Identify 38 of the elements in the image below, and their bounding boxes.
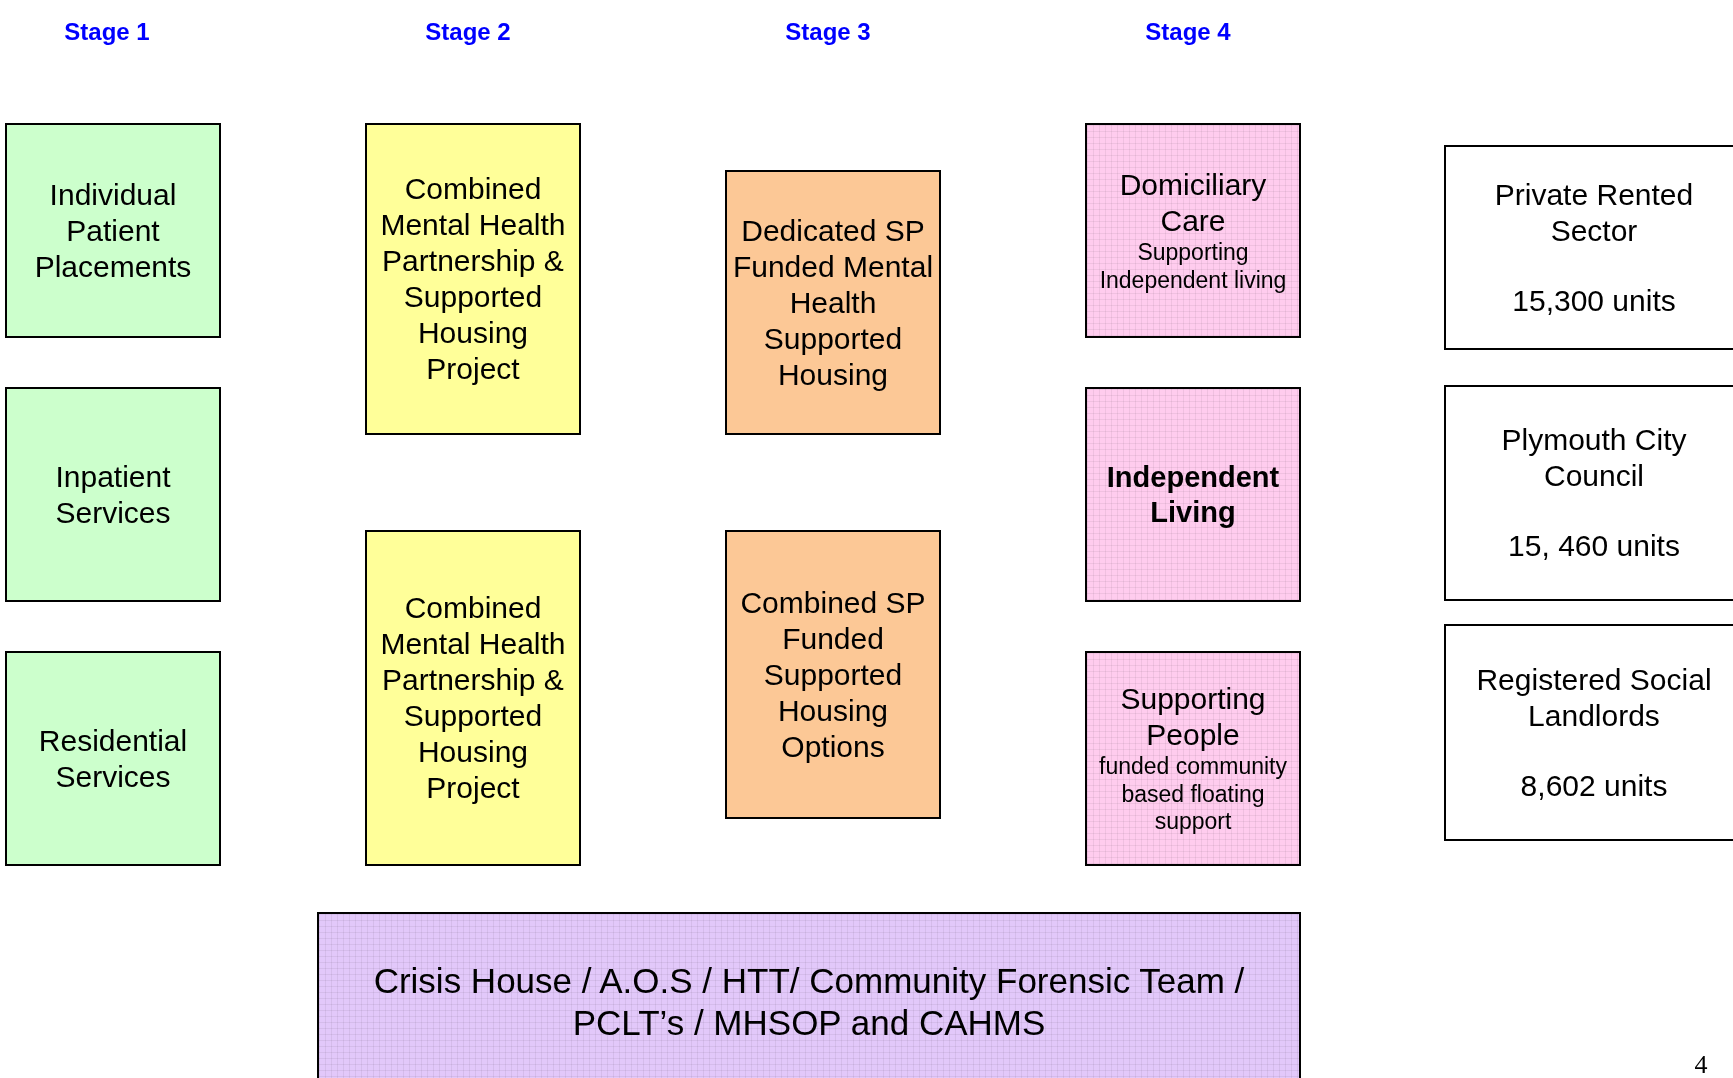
box-title: Domiciliary Care [1118,166,1268,239]
box-title: Inpatient Services [54,458,172,531]
stage-box [365,530,581,866]
box-title: Dedicated SP Funded Mental Health Supported Housing [731,212,935,393]
stage-box [725,530,941,819]
box-title: Independent Living [1105,459,1281,530]
box-title: Residential Services [37,722,189,795]
box-title: Combined Mental Health Partnership & Supported Housing Project [379,171,567,387]
stage-box [317,912,1301,1078]
stage-box [1085,651,1301,866]
stage-heading: Stage 2 [424,17,512,47]
box-subtitle: Supporting Independent living [1098,238,1288,295]
box-subtitle: 15, 460 units [1508,528,1680,564]
stage-heading: Stage 3 [784,17,872,47]
box-title: Supporting People [1119,681,1267,754]
box-title: Crisis House / A.O.S / HTT/ Community Forensic Team / PCLT’s / MHSOP and CAHMS [372,960,1246,1044]
stage-box [5,387,221,602]
box-title: Plymouth City Council [1500,422,1688,494]
stage-box [1444,145,1733,350]
stage-box [1085,387,1301,602]
box-subtitle: 15,300 units [1512,282,1676,319]
stage-box [1444,624,1733,841]
stage-box [5,123,221,338]
box-subtitle: funded community based floating support [1098,753,1288,836]
box-subtitle: 8,602 units [1520,767,1668,804]
stage-heading: Stage 1 [63,17,151,47]
stage-box [1085,123,1301,338]
box-title: Private Rented Sector [1493,176,1695,249]
box-title: Combined SP Funded Supported Housing Options [739,584,927,765]
stage-box [5,651,221,866]
stage-box [365,123,581,435]
box-title: Registered Social Landlords [1475,661,1713,734]
page-number: 4 [1693,1049,1709,1078]
box-title: Individual Patient Placements [33,176,193,285]
stage-heading: Stage 4 [1144,17,1232,47]
stage-box [725,170,941,435]
stage-box [1444,385,1733,601]
box-title: Combined Mental Health Partnership & Supported Housing Project [379,590,567,806]
